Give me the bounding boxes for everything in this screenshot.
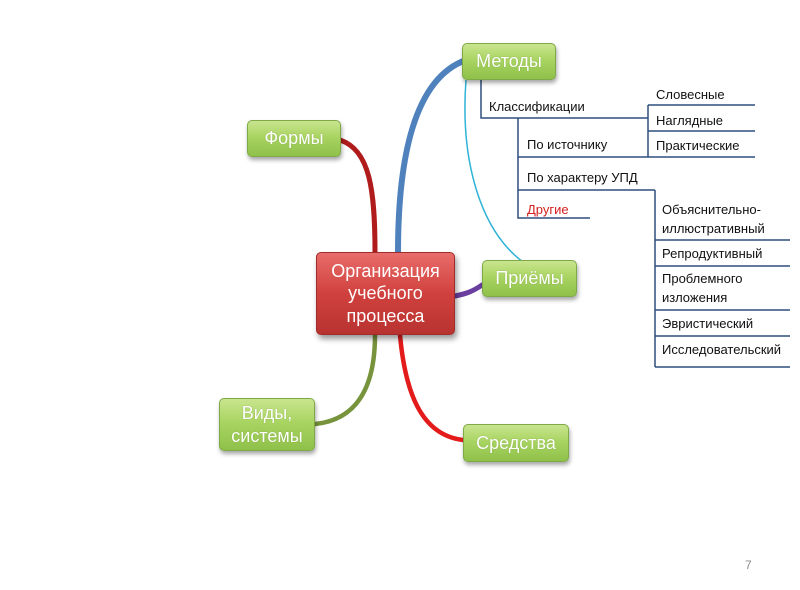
link-sredstva	[397, 332, 466, 443]
label-prakticheskie: Практические	[656, 138, 740, 153]
label-po-harakteru: По характеру УПД	[527, 170, 638, 185]
label-klassifikacii: Классификации	[489, 99, 585, 114]
label-evristicheskiy: Эвристический	[662, 316, 754, 331]
node-metody: Методы	[462, 43, 556, 80]
link-metody	[395, 57, 469, 256]
page-number: 7	[745, 558, 752, 572]
link-metody-priemy	[464, 79, 524, 263]
label-problemnogo: Проблемного изложения	[662, 271, 743, 305]
label-obyasnitelno: Объяснительно- иллюстративный	[662, 202, 765, 236]
node-sredstva: Средства	[463, 424, 569, 462]
label-po-istochniku: По источнику	[527, 137, 608, 152]
label-drugie: Другие	[527, 202, 569, 217]
tree-lines	[480, 80, 790, 368]
node-priemy: Приёмы	[482, 260, 577, 297]
node-vidy: Виды, системы	[219, 398, 315, 451]
label-slovesnye: Словесные	[656, 87, 725, 102]
link-formy	[337, 137, 378, 256]
tree-line-klassifikacii	[480, 80, 648, 119]
label-issledovatelskiy: Исследовательский	[662, 342, 782, 357]
label-reproduktivnyy: Репродуктивный	[662, 246, 763, 261]
link-priemy	[452, 282, 485, 299]
label-naglyadnye: Наглядные	[656, 113, 724, 128]
node-formy: Формы	[247, 120, 341, 157]
center-node: Организация учебного процесса	[316, 252, 455, 335]
tree-line-drugie	[517, 190, 590, 219]
link-vidy	[312, 332, 378, 427]
